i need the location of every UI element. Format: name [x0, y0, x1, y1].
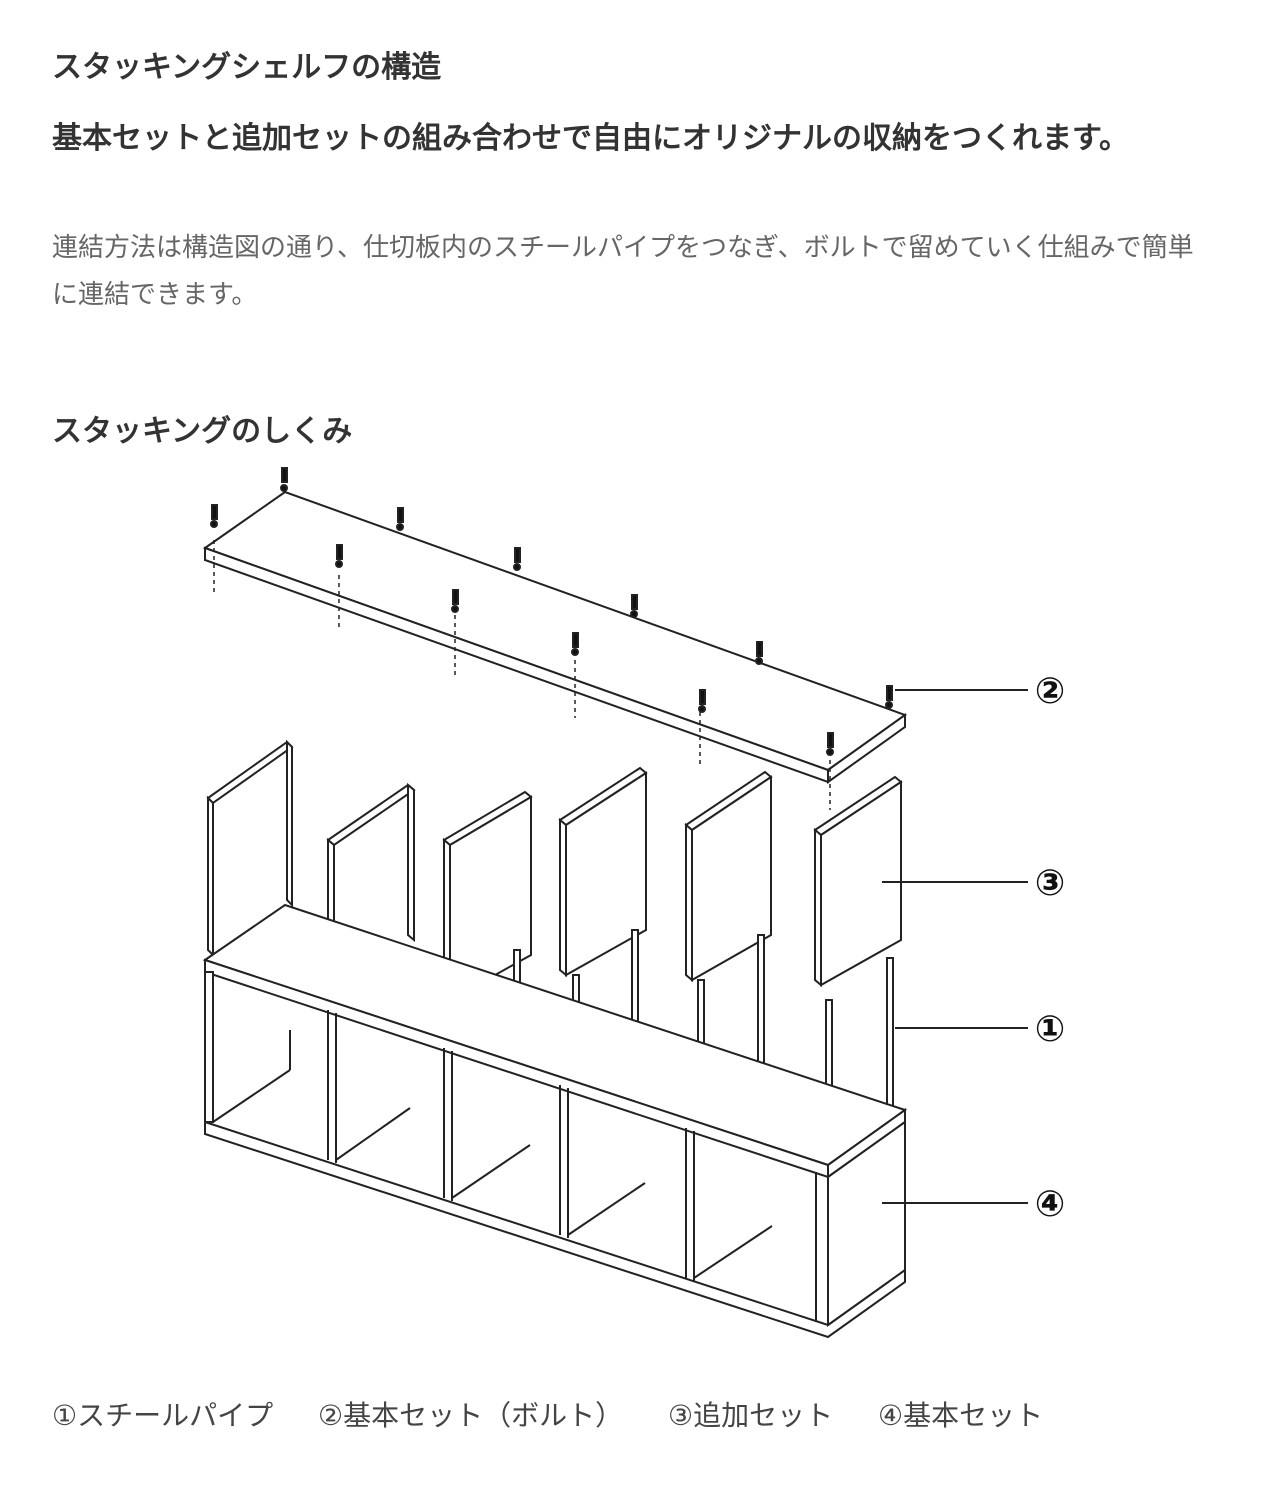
page-title: スタッキングシェルフの構造	[52, 50, 442, 85]
label-1: ①	[1035, 1009, 1065, 1050]
middle-board	[202, 903, 908, 1179]
body-text: 連結方法は構造図の通り、仕切板内のスチールパイプをつなぎ、ボルトで留めていく仕組…	[52, 233, 1194, 310]
legend-item-basic-set: ④基本セット	[878, 1399, 1044, 1432]
label-4: ④	[1035, 1184, 1065, 1225]
section-title: スタッキングのしくみ	[52, 414, 353, 449]
bolts	[210, 467, 893, 756]
upper-partitions	[206, 739, 903, 1003]
label-2: ②	[1035, 671, 1065, 712]
top-board	[202, 490, 908, 784]
legend-item-additional-set: ③追加セット	[668, 1399, 834, 1432]
legend-item-steel-pipe: ①スチールパイプ	[52, 1399, 274, 1432]
legend: ①スチールパイプ ②基本セット（ボルト） ③追加セット ④基本セット	[52, 1394, 1079, 1434]
lead-text: 基本セットと追加セットの組み合わせで自由にオリジナルの収納をつくれます。	[52, 121, 1129, 156]
leader-lines	[882, 689, 1028, 1204]
legend-item-basic-set-bolt: ②基本セット（ボルト）	[318, 1399, 624, 1432]
label-3: ③	[1035, 863, 1065, 904]
base-unit	[204, 971, 906, 1339]
guide-lines	[213, 540, 831, 810]
